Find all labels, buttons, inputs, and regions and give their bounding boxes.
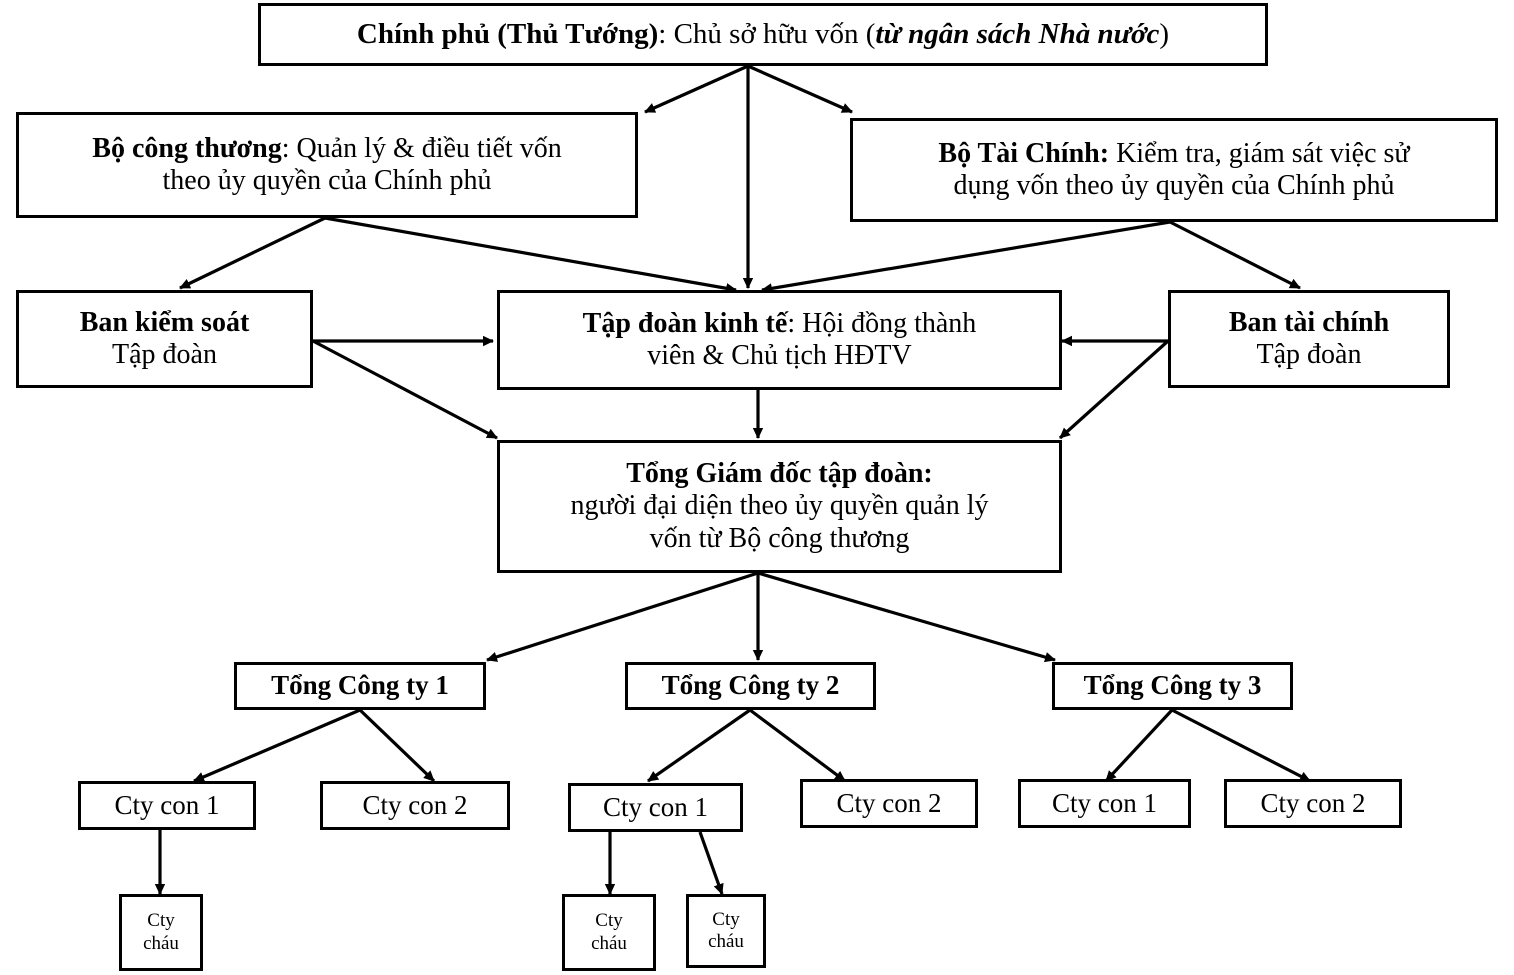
node-general-director-line3: vốn từ Bộ công thương	[649, 522, 910, 554]
node-ministry-industry-line2: theo ủy quyền của Chính phủ	[162, 165, 492, 196]
node-corp2-sub1[interactable]: Cty con 1	[568, 783, 743, 832]
node-corp3-sub1-label: Cty con 1	[1052, 787, 1157, 818]
edge-ministry-finance-to-economic-group	[761, 220, 1171, 294]
edge-ministry-finance-to-finance-board	[1169, 220, 1301, 290]
edge-general-director-to-corp3	[757, 571, 1056, 663]
node-government-label-strong: Chính phủ (Thủ Tướng)	[356, 17, 659, 50]
node-corp2-label: Tổng Công ty 2	[661, 670, 840, 701]
edge-corp3-to-sub2	[1171, 708, 1311, 783]
node-ministry-finance[interactable]: Bộ Tài Chính: Kiểm tra, giám sát việc sử…	[850, 118, 1498, 222]
node-corp1-sub2[interactable]: Cty con 2	[320, 781, 510, 830]
node-corp2-sub1-child2-line1: Cty	[712, 908, 740, 930]
node-ministry-finance-label-rest: Kiểm tra, giám sát việc sử	[1109, 137, 1410, 169]
edge-corp2-to-sub1	[647, 708, 751, 783]
node-control-board-line1: Ban kiểm soát	[79, 306, 250, 338]
node-corp2-sub2[interactable]: Cty con 2	[800, 779, 978, 828]
node-ministry-finance-label-strong: Bộ Tài Chính:	[938, 137, 1110, 169]
node-corp2-sub1-child2-line2: cháu	[708, 931, 744, 952]
node-corp2-sub1-child1-line2: cháu	[591, 932, 627, 954]
edge-corp2sub1-to-child2	[698, 831, 724, 895]
node-general-director-line1: Tổng Giám đốc tập đoàn:	[626, 457, 933, 489]
edge-gov-to-ministry-industry	[644, 64, 749, 114]
node-government-label-rest: : Chủ sở hữu vốn (	[658, 17, 876, 50]
node-government-label-italic: từ ngân sách Nhà nước	[875, 17, 1160, 50]
node-corp1[interactable]: Tổng Công ty 1	[234, 662, 486, 710]
node-control-board-line2: Tập đoàn	[112, 339, 217, 370]
edge-corp1-to-sub2	[358, 708, 436, 783]
node-corp2-sub1-child1-line1: Cty	[595, 910, 623, 932]
edge-control-board-to-general-director	[312, 339, 498, 440]
node-corp1-sub1[interactable]: Cty con 1	[78, 781, 256, 830]
node-finance-board-line1: Ban tài chính	[1228, 306, 1390, 338]
node-economic-group-line2: viên & Chủ tịch HĐTV	[647, 340, 912, 371]
node-economic-group-label-strong: Tập đoàn kinh tế	[582, 307, 788, 339]
node-corp1-sub1-child1-line1: Cty	[147, 910, 175, 932]
node-corp2[interactable]: Tổng Công ty 2	[625, 662, 876, 710]
node-corp2-sub1-label: Cty con 1	[603, 791, 708, 822]
edge-ministry-industry-to-economic-group	[324, 216, 737, 294]
edge-corp2-to-sub2	[749, 708, 846, 783]
node-government-label-tail: )	[1159, 17, 1170, 50]
node-corp3-sub2[interactable]: Cty con 2	[1224, 779, 1402, 828]
node-corp3-sub1[interactable]: Cty con 1	[1018, 779, 1191, 828]
edge-general-director-to-corp1	[486, 571, 759, 662]
node-corp1-sub1-label: Cty con 1	[114, 789, 220, 820]
edge-gov-to-ministry-finance	[747, 64, 853, 114]
node-ministry-finance-label: Bộ Tài Chính: Kiểm tra, giám sát việc sử…	[932, 138, 1415, 203]
node-corp1-label: Tổng Công ty 1	[271, 670, 449, 701]
node-corp3-sub2-label: Cty con 2	[1260, 787, 1366, 818]
node-finance-board-line2: Tập đoàn	[1256, 339, 1362, 370]
node-ministry-industry-label-rest: : Quản lý & điều tiết vốn	[281, 132, 562, 164]
node-government[interactable]: Chính phủ (Thủ Tướng): Chủ sở hữu vốn (t…	[258, 3, 1268, 66]
node-corp1-sub2-label: Cty con 2	[362, 789, 468, 820]
node-general-director-label: Tổng Giám đốc tập đoàn:người đại diện th…	[564, 458, 994, 555]
edge-ministry-industry-to-control-board	[179, 216, 326, 290]
node-ministry-finance-line2: dụng vốn theo ủy quyền của Chính phủ	[953, 170, 1395, 201]
node-government-label: Chính phủ (Thủ Tướng): Chủ sở hữu vốn (t…	[351, 18, 1175, 52]
edge-corp1-to-sub1	[193, 708, 361, 783]
edge-finance-board-to-general-director	[1058, 339, 1170, 440]
node-general-director[interactable]: Tổng Giám đốc tập đoàn:người đại diện th…	[497, 440, 1062, 573]
node-corp3[interactable]: Tổng Công ty 3	[1052, 662, 1293, 710]
node-general-director-line2: người đại diện theo ủy quyền quản lý	[570, 490, 989, 522]
node-corp1-sub1-child1-line2: cháu	[143, 932, 179, 954]
node-corp2-sub2-label: Cty con 2	[836, 787, 942, 818]
edge-corp3-to-sub1	[1104, 708, 1174, 783]
node-corp3-label: Tổng Công ty 3	[1083, 670, 1262, 701]
node-economic-group-label-rest: : Hội đồng thành	[787, 307, 977, 339]
node-ministry-industry-label-strong: Bộ công thương	[92, 132, 282, 164]
